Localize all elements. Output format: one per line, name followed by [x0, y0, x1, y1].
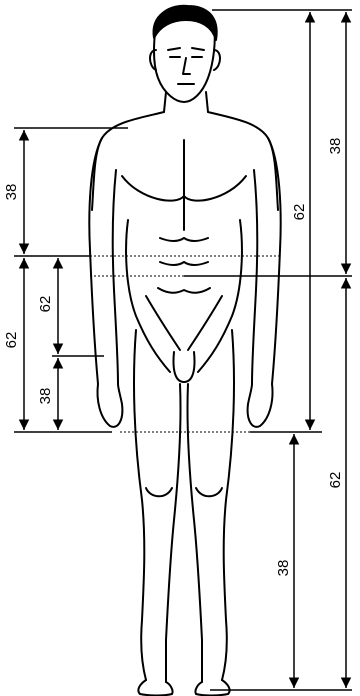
pelvis [146, 296, 222, 350]
right-ear [214, 50, 220, 70]
right-leg [187, 330, 234, 682]
left-hand [98, 384, 123, 427]
waist-sides [126, 220, 242, 372]
human-figure [89, 6, 280, 696]
label-navel-to-foot: 62 [327, 472, 344, 489]
right-knee [196, 488, 222, 496]
label-hip-upper: 62 [37, 296, 54, 313]
guide-lines [14, 10, 352, 690]
eyebrows [168, 48, 204, 50]
abs [158, 238, 210, 293]
hair [154, 6, 217, 40]
label-torso-upper: 38 [3, 184, 20, 201]
label-torso-lower: 62 [3, 332, 20, 349]
groin [173, 352, 194, 382]
left-foot [138, 680, 172, 696]
reference-lines [90, 256, 280, 432]
left-leg [134, 330, 181, 682]
chest [122, 140, 246, 230]
nose [183, 58, 190, 74]
label-head-to-crotch: 62 [291, 204, 308, 221]
label-leg-inner: 38 [275, 560, 292, 577]
right-foot [195, 680, 229, 696]
left-knee [146, 488, 172, 496]
label-head-to-navel: 38 [327, 138, 344, 155]
dimension-arrows [24, 12, 346, 688]
right-hand [248, 384, 273, 427]
label-hip-lower: 38 [37, 388, 54, 405]
